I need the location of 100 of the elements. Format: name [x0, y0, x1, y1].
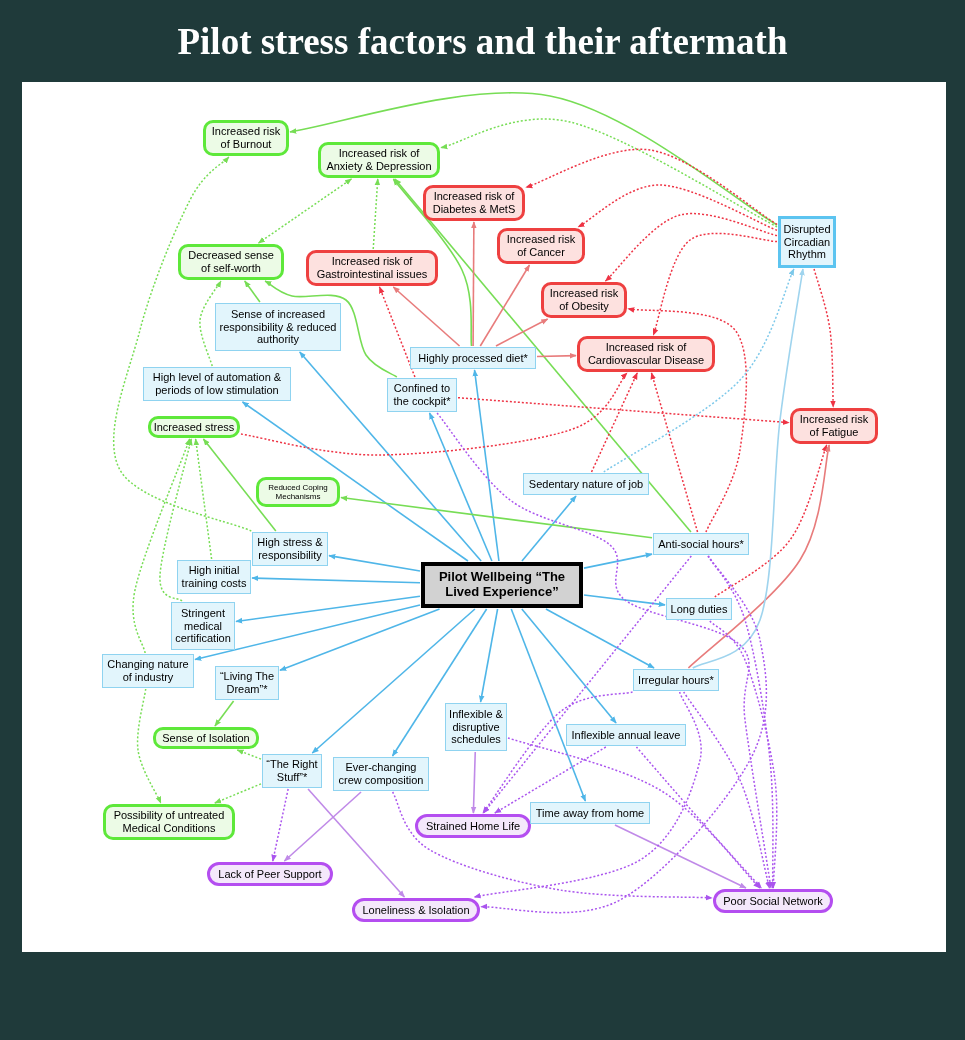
- arrow: [391, 791, 713, 901]
- arrow: [707, 555, 776, 889]
- factor-box: Ever-changing crew composition: [333, 757, 429, 791]
- arrow: [394, 178, 692, 533]
- arrow: [264, 280, 398, 378]
- social-outcome-box: Lack of Peer Support: [207, 862, 333, 886]
- health-risk-box: Increased risk of Diabetes & MetS: [423, 185, 525, 221]
- arrow: [583, 552, 653, 569]
- factor-box: Time away from home: [530, 802, 650, 824]
- arrow: [214, 783, 262, 804]
- arrow: [813, 268, 836, 408]
- arrow: [240, 372, 628, 456]
- factor-box: Changing nature of industry: [102, 654, 194, 688]
- arrow: [478, 608, 499, 703]
- arrow: [510, 608, 587, 802]
- arrow: [112, 156, 252, 532]
- arrow: [243, 280, 261, 303]
- outcome-box: Increased stress: [148, 416, 240, 438]
- arrow: [392, 178, 473, 347]
- arrow: [132, 438, 191, 654]
- arrow: [627, 306, 748, 533]
- arrow: [214, 700, 235, 727]
- health-risk-box: Increased risk of Obesity: [541, 282, 627, 318]
- arrow: [583, 594, 666, 607]
- arrow: [482, 555, 693, 814]
- arrow: [307, 788, 406, 898]
- arrow: [507, 737, 761, 889]
- arrow: [635, 746, 763, 889]
- factor-box: Long duties: [666, 598, 732, 620]
- arrow: [480, 555, 768, 914]
- arrow: [536, 352, 577, 359]
- arrow: [193, 438, 213, 560]
- arrow: [479, 264, 531, 347]
- factor-box: “Living The Dream”*: [215, 666, 279, 700]
- arrow: [136, 688, 162, 804]
- arrow: [525, 148, 778, 226]
- arrow: [251, 575, 421, 584]
- social-outcome-box: Loneliness & Isolation: [352, 898, 480, 922]
- arrow: [471, 221, 477, 347]
- outcome-box: Increased risk of Burnout: [203, 120, 289, 156]
- arrow: [340, 495, 653, 539]
- factor-box: Inflexible & disruptive schedules: [445, 703, 507, 751]
- arrow: [372, 178, 381, 250]
- arrow: [614, 824, 747, 889]
- arrow: [271, 788, 289, 862]
- arrow: [473, 691, 702, 899]
- arrow: [650, 372, 699, 533]
- arrow: [472, 369, 500, 562]
- arrow: [482, 691, 634, 814]
- arrow: [457, 396, 790, 425]
- factor-box: Anti-social hours*: [653, 533, 749, 555]
- arrow: [289, 92, 778, 226]
- arrow: [378, 286, 416, 378]
- arrow: [692, 268, 805, 669]
- social-outcome-box: Poor Social Network: [713, 889, 833, 913]
- health-risk-box: Increased risk of Cancer: [497, 228, 585, 264]
- arrow: [392, 286, 461, 347]
- arrow: [311, 608, 476, 754]
- factor-box: Confined to the cockpit*: [387, 378, 457, 412]
- arrow: [236, 749, 262, 760]
- outcome-box: Sense of Isolation: [153, 727, 259, 749]
- social-outcome-box: Strained Home Life: [415, 814, 531, 838]
- arrow: [235, 595, 421, 624]
- factor-box: Inflexible annual leave: [566, 724, 686, 746]
- outcome-box: Increased risk of Anxiety & Depression: [318, 142, 440, 178]
- arrow: [194, 604, 421, 661]
- factor-box: Irregular hours*: [633, 669, 719, 691]
- arrow: [521, 608, 617, 724]
- arrow: [241, 401, 469, 562]
- title: Pilot stress factors and their aftermath: [176, 20, 789, 64]
- factor-box: Sense of increased responsibility & reduced authority: [215, 303, 341, 351]
- outcome-box: Possibility of untreated Medical Conditions: [103, 804, 235, 840]
- arrow: [495, 318, 549, 347]
- arrow: [652, 232, 778, 336]
- central-box: Pilot Wellbeing “The Lived Experience”: [421, 562, 583, 608]
- arrow: [257, 178, 353, 244]
- arrow: [328, 553, 421, 572]
- arrow: [590, 372, 638, 473]
- arrow: [714, 444, 828, 598]
- arrow: [428, 412, 493, 562]
- outcome-box: Decreased sense of self-worth: [178, 244, 284, 280]
- factor-box: High initial training costs: [177, 560, 251, 594]
- factor-box: Sedentary nature of job: [523, 473, 649, 495]
- health-risk-box: Increased risk of Fatigue: [790, 408, 878, 444]
- arrow: [494, 746, 607, 814]
- factor-box: High level of automation & periods of low stimulation: [143, 367, 291, 401]
- factor-box: Disrupted Circadian Rhythm: [778, 216, 836, 268]
- health-risk-box: Increased risk of Cardiovascular Disease: [577, 336, 715, 372]
- arrow: [279, 608, 441, 672]
- arrow: [603, 268, 795, 473]
- outcome-box: Reduced Coping Mechanisms: [256, 477, 340, 507]
- arrow: [521, 495, 577, 562]
- arrow: [545, 608, 655, 669]
- factor-box: High stress & responsibility: [252, 532, 328, 566]
- arrow: [298, 351, 482, 562]
- arrow: [709, 620, 778, 889]
- arrow: [440, 118, 778, 228]
- health-risk-box: Increased risk of Gastrointestinal issues: [306, 250, 438, 286]
- factor-box: Highly processed diet*: [410, 347, 536, 369]
- arrow: [199, 280, 222, 367]
